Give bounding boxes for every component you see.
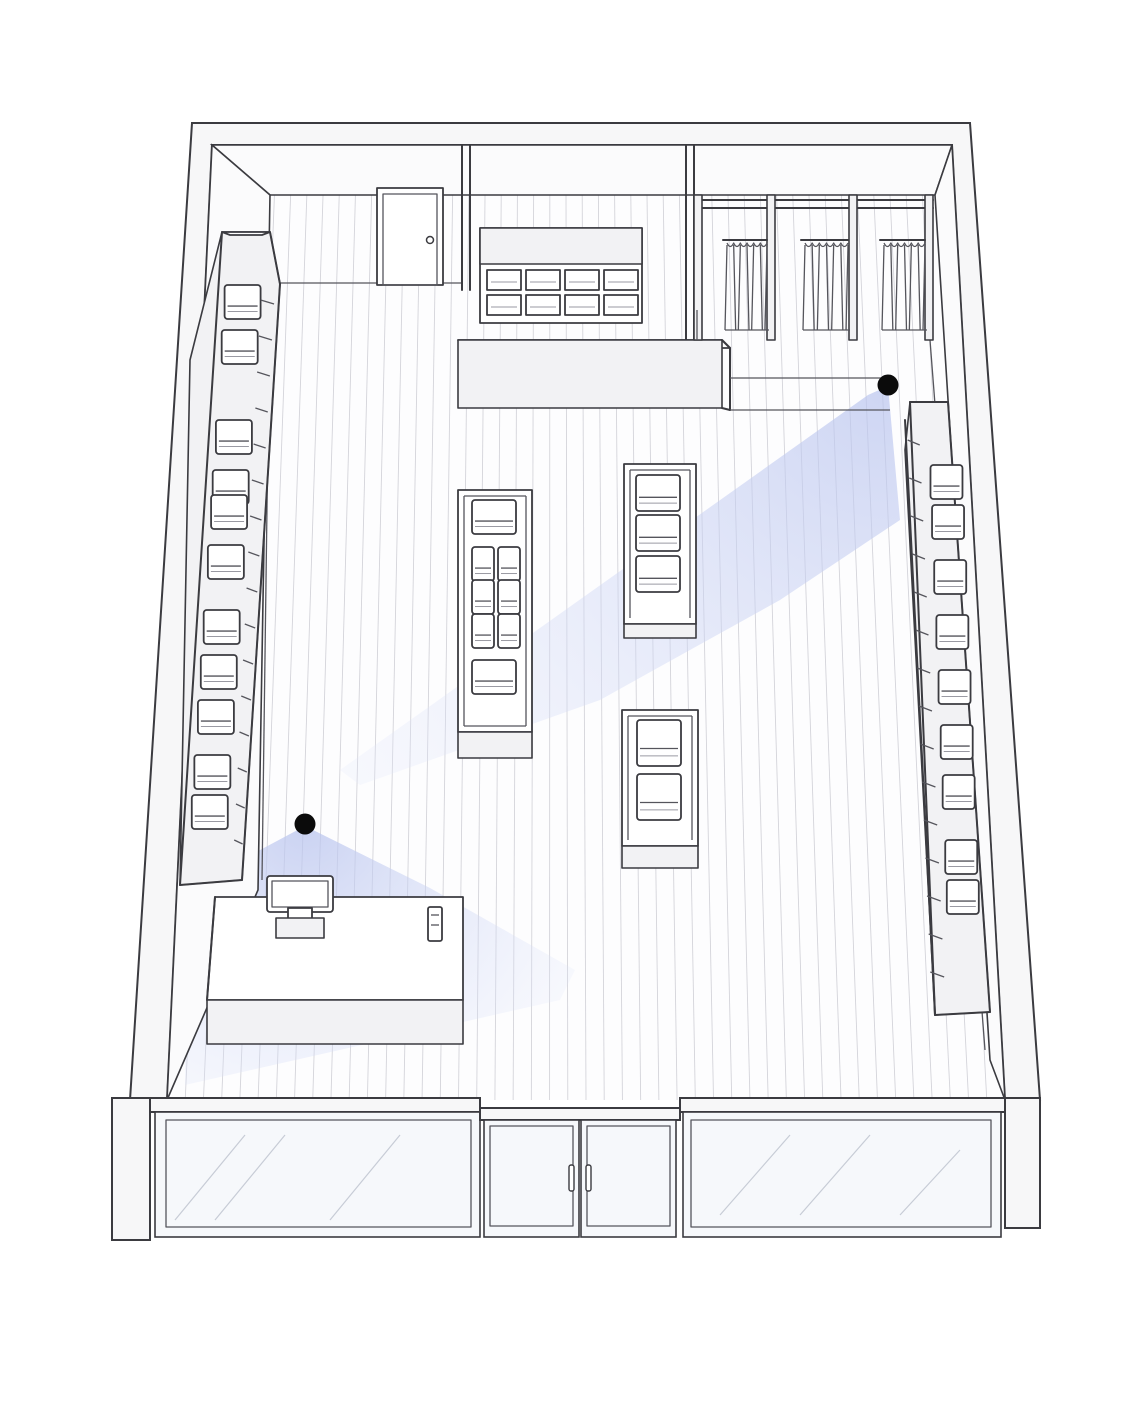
pos-monitor-icon <box>267 876 333 938</box>
folded-clothing <box>472 500 516 534</box>
cubby <box>487 270 521 290</box>
folded-clothing <box>204 610 240 644</box>
folded-clothing <box>498 580 520 614</box>
folded-clothing <box>201 655 237 689</box>
cubby <box>565 295 599 315</box>
fitting-room-post <box>849 195 857 340</box>
fitting-room-post <box>694 195 702 340</box>
folded-clothing <box>941 725 973 759</box>
folded-clothing <box>930 465 962 499</box>
checkout-counter <box>207 876 463 1044</box>
folded-clothing <box>194 755 230 789</box>
camera-checkout-dot[interactable] <box>295 814 316 835</box>
door-knob-icon <box>427 237 434 244</box>
folded-clothing <box>208 545 244 579</box>
folded-clothing <box>947 880 979 914</box>
fitting-room-post <box>925 195 933 340</box>
back-wall <box>212 145 952 195</box>
storefront <box>112 1098 1040 1240</box>
door-handle-left-icon[interactable] <box>569 1165 574 1191</box>
storefront-window-left <box>155 1112 480 1237</box>
folded-clothing <box>932 505 964 539</box>
cubby <box>487 295 521 315</box>
folded-clothing <box>472 547 494 581</box>
fitting-room-post <box>767 195 775 340</box>
storefront-window-right <box>683 1112 1001 1237</box>
folded-clothing <box>211 495 247 529</box>
folded-clothing <box>943 775 975 809</box>
folded-clothing <box>636 515 680 551</box>
folded-clothing <box>216 420 252 454</box>
center-display-table-left <box>458 490 532 758</box>
folded-clothing <box>222 330 258 364</box>
card-reader-icon <box>428 907 442 941</box>
folded-clothing <box>939 670 971 704</box>
folded-clothing <box>498 614 520 648</box>
folded-clothing <box>198 700 234 734</box>
cubby <box>526 270 560 290</box>
folded-clothing <box>472 580 494 614</box>
folded-clothing <box>472 614 494 648</box>
folded-clothing <box>225 285 261 319</box>
center-display-table-bottom-right <box>622 710 698 868</box>
folded-clothing <box>936 615 968 649</box>
folded-clothing <box>637 720 681 766</box>
storage-cubby-shelf <box>480 228 642 323</box>
entrance-double-doors[interactable] <box>480 1108 680 1237</box>
folded-clothing <box>636 475 680 511</box>
door-handle-right-icon[interactable] <box>586 1165 591 1191</box>
cubby <box>565 270 599 290</box>
folded-clothing <box>192 795 228 829</box>
cubby <box>526 295 560 315</box>
camera-fitting-rooms-dot[interactable] <box>878 375 899 396</box>
cubby <box>604 270 638 290</box>
folded-clothing <box>637 774 681 820</box>
folded-clothing <box>472 660 516 694</box>
center-display-table-top-right <box>624 464 696 638</box>
folded-clothing <box>934 560 966 594</box>
back-door[interactable] <box>377 188 443 285</box>
cubby <box>604 295 638 315</box>
folded-clothing <box>636 556 680 592</box>
folded-clothing <box>498 547 520 581</box>
folded-clothing <box>945 840 977 874</box>
